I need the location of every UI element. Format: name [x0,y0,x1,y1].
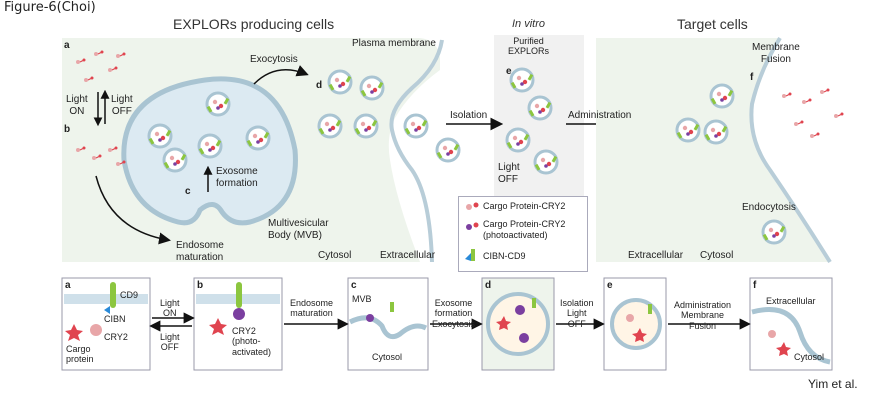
bottom-letter-d: d [485,280,492,291]
legend: Cargo Protein-CRY2 Cargo Protein-CRY2(ph… [458,196,588,272]
target-vesicle [703,119,729,145]
mvb-vesicle [147,123,173,149]
figure-title: Figure-6(Choi) [4,0,96,15]
target-vesicle [675,117,701,143]
mvb-vesicle [245,125,271,151]
legend-symbols [465,202,479,261]
mvb-vesicle [197,133,223,159]
legend-cargo-cry2-photo-icon [466,222,479,230]
bottom-b-cry2: CRY2(photo-activated) [232,326,272,357]
plasma-membrane [389,39,444,263]
target-vesicle [709,83,735,109]
cytosol-label-right: Cytosol [700,250,734,261]
credit: Yim et al. [808,377,858,391]
mvb-vesicle [162,147,188,173]
plasma-membrane-label: Plasma membrane [352,38,436,49]
budding-vesicle [403,113,429,139]
bottom-f-extracellular: Extracellular [766,296,816,306]
purified-vesicle [509,67,535,93]
bottom-letter-a: a [65,280,71,291]
bottom-f-cytosol: Cytosol [794,352,825,362]
header-in-vitro: In vitro [512,18,546,30]
extracellular-label-left: Extracellular [380,250,436,261]
header-target-cells: Target cells [677,16,748,32]
isolation-label: Isolation [450,110,488,121]
purified-vesicle [533,149,559,175]
cytosol-label-left: Cytosol [318,250,352,261]
panel-letter-d: d [316,80,323,91]
purified-vesicle [505,127,531,153]
mvb-vesicle [205,91,231,117]
top-diagram [62,35,845,264]
bottom-letter-f: f [753,280,757,291]
header-producing-cells: EXPLORs producing cells [173,16,335,32]
bottom-a-cry2: CRY2 [104,332,128,342]
cell-vesicle [353,113,379,139]
cell-vesicle [327,69,353,95]
panel-letter-f: f [750,72,754,83]
bottom-a-cibn: CIBN [104,314,126,324]
panel-letter-c: c [185,186,191,197]
bottom-letter-b: b [197,280,204,291]
endocytosed-vesicle [761,219,787,245]
exocytosis-label: Exocytosis [250,54,298,65]
bottom-panel-f [749,277,833,371]
administration-label: Administration [568,110,632,121]
panel-letter-b: b [64,124,71,135]
legend-cargo-cry2-icon [466,202,479,210]
bottom-a-cd9: CD9 [120,290,139,300]
legend-item-cargo: Cargo Protein-CRY2 [483,201,566,211]
legend-cibn-cd9-icon [465,249,475,261]
bottom-c-cytosol: Cytosol [372,352,403,362]
bottom-c-mvb: MVB [352,294,372,304]
target-membrane [749,36,832,264]
cell-vesicle [359,75,385,101]
bottom-letter-c: c [351,280,357,291]
bottom-diagram [61,277,833,371]
panel-letter-a: a [64,40,70,51]
bottom-letter-e: e [607,280,613,291]
released-vesicle [435,137,461,163]
extracellular-label-right: Extracellular [628,250,684,261]
legend-item-cargo-photo: Cargo Protein-CRY2(photoactivated) [483,219,566,240]
cell-vesicle [317,113,343,139]
legend-item-cibn: CIBN-CD9 [483,251,526,261]
target-cell [596,38,830,262]
panel-letter-e: e [506,66,512,77]
purified-vesicle [527,95,553,121]
endocytosis-label: Endocytosis [742,202,796,213]
